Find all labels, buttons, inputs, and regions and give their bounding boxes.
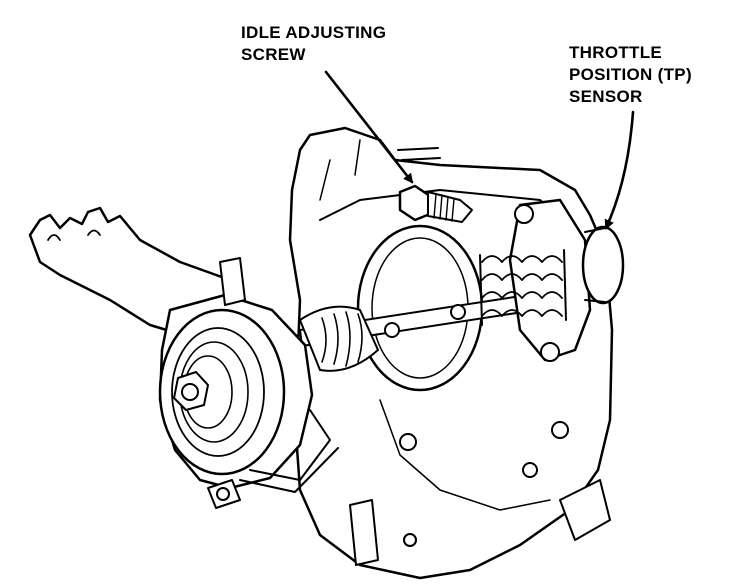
idle-adjusting-screw (398, 184, 473, 223)
idle-adjusting-screw-callout: IDLE ADJUSTING SCREW (241, 22, 386, 66)
idle-adjusting-screw-label-line-1: IDLE ADJUSTING (241, 23, 387, 42)
accelerator-linkage (207, 409, 339, 509)
tp-sensor-label-line-1: THROTTLE (569, 43, 663, 62)
tp-sensor-callout: THROTTLE POSITION (TP) SENSOR (569, 42, 692, 108)
throttle-drum (158, 257, 314, 490)
tp-sensor-leader-arrow (604, 110, 635, 230)
idle-adjusting-screw-leader-arrow (324, 70, 414, 184)
tp-sensor-assembly (508, 198, 625, 362)
throttle-return-spring-left (299, 305, 379, 372)
throttle-return-spring-right (479, 249, 567, 326)
tp-sensor-label-line-2: POSITION (TP) (569, 65, 692, 84)
tp-sensor-label-line-3: SENSOR (569, 87, 643, 106)
idle-adjusting-screw-label-line-2: SCREW (241, 45, 306, 64)
